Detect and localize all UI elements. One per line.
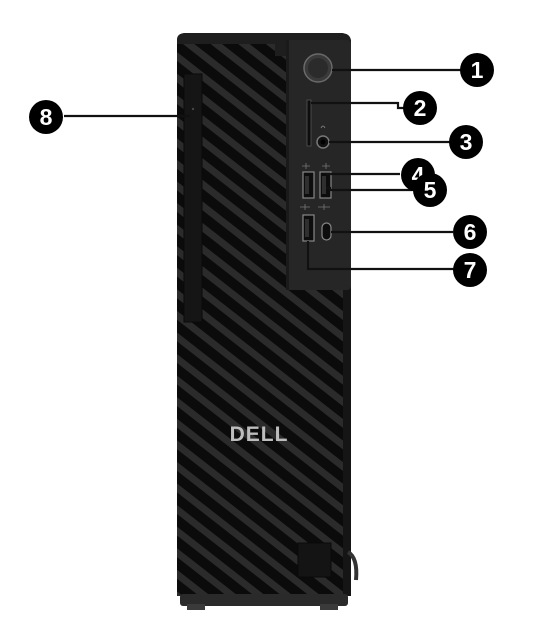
callout-5: 5	[413, 173, 447, 207]
usb-c-port[interactable]	[321, 222, 332, 241]
callout-8: 8	[29, 100, 63, 134]
dell-logo: DELL	[230, 423, 289, 446]
usb-a-port-bottom[interactable]	[302, 214, 315, 242]
usb-a-port-top-left[interactable]	[302, 171, 315, 199]
callout-3: 3	[449, 125, 483, 159]
callout-number: 7	[464, 257, 477, 283]
chassis-foot-right	[320, 604, 338, 610]
usb-icons-bottom	[300, 204, 330, 210]
usb-icons-top	[302, 163, 330, 169]
headset-icon	[320, 125, 326, 129]
callout-2: 2	[403, 91, 437, 125]
callouts: 1 2 3 4 5 6 7 8	[29, 53, 494, 287]
callout-number: 8	[40, 104, 53, 130]
callout-number: 6	[464, 219, 477, 245]
side-cable	[346, 550, 359, 581]
leader-line-7	[306, 241, 454, 271]
callout-6: 6	[453, 215, 487, 249]
callout-number: 5	[424, 177, 437, 203]
callout-1: 1	[460, 53, 494, 87]
callout-7: 7	[453, 253, 487, 287]
usb-a-port-top-right[interactable]	[319, 171, 332, 199]
leader-line-5	[326, 186, 412, 192]
leader-lines	[64, 68, 462, 271]
rear-label-panel	[297, 542, 332, 578]
chassis-foot-left	[187, 604, 205, 610]
callout-number: 1	[471, 57, 484, 83]
power-button[interactable]	[303, 53, 333, 83]
chassis-base	[180, 594, 348, 606]
optical-drive-bay	[183, 73, 203, 323]
callout-number: 2	[414, 95, 427, 121]
sd-card-slot[interactable]	[306, 99, 312, 147]
callout-number: 3	[460, 129, 473, 155]
front-io-panel	[286, 40, 351, 290]
